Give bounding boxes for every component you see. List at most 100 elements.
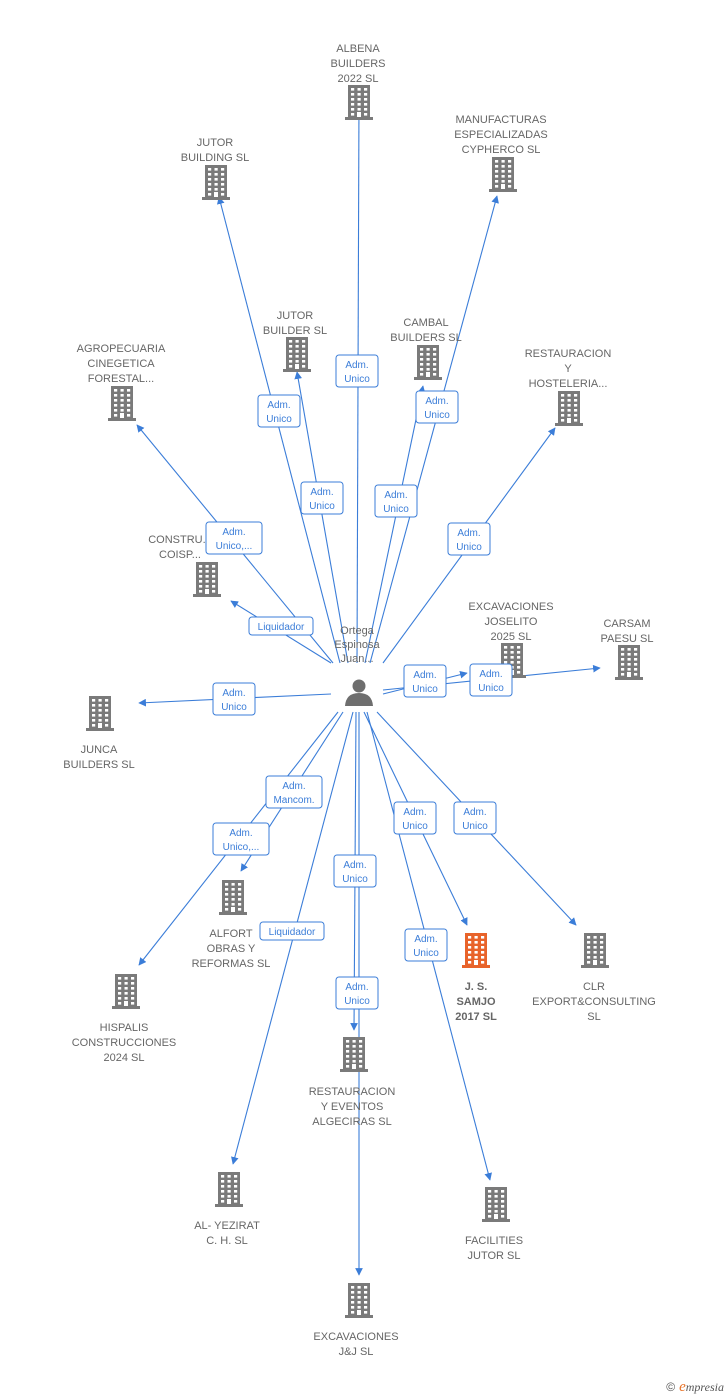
- company-label-line: COISP...: [159, 549, 201, 561]
- company-label-line: OBRAS Y: [207, 943, 256, 955]
- company-label-line: 2017 SL: [455, 1011, 497, 1023]
- relation-label-agropecuaria[interactable]: Adm.Unico,...: [205, 521, 263, 555]
- building-icon: [414, 345, 442, 380]
- relation-role-text: Unico,...: [216, 541, 253, 552]
- company-label-line: 2022 SL: [338, 73, 379, 85]
- relation-label-manufacturas[interactable]: Adm.Unico: [415, 390, 459, 424]
- building-icon: [462, 933, 490, 968]
- person-name-line: Ortega: [340, 625, 375, 637]
- relation-label-al-yezirat[interactable]: Liquidador: [259, 921, 325, 941]
- relation-label-junca[interactable]: Adm.Unico: [212, 682, 256, 716]
- relation-label-facilities[interactable]: Adm.Unico: [404, 928, 448, 962]
- relation-role-text: Adm.: [384, 490, 407, 501]
- company-label-line: BUILDER SL: [263, 325, 327, 337]
- company-label-line: CARSAM: [603, 618, 650, 630]
- company-label-line: C. H. SL: [206, 1235, 248, 1247]
- building-icon: [581, 933, 609, 968]
- relation-labels-layer: Adm.UnicoAdm.UnicoAdm.UnicoAdm.UnicoAdm.…: [205, 354, 513, 1010]
- person-name-line: Espinosa: [334, 639, 380, 651]
- relation-role-text: Adm.: [479, 669, 502, 680]
- company-label-line: BUILDERS: [330, 58, 385, 70]
- company-node-restauracion-eventos[interactable]: RESTAURACION Y EVENTOS ALGECIRAS SL: [309, 1037, 396, 1128]
- relation-role-text: Adm.: [414, 934, 437, 945]
- building-icon: [193, 562, 221, 597]
- building-icon: [340, 1037, 368, 1072]
- company-label-line: Y: [564, 363, 572, 375]
- company-node-albena[interactable]: ALBENA BUILDERS 2022 SL: [330, 43, 386, 120]
- company-label-line: REFORMAS SL: [192, 958, 271, 970]
- company-label-line: ALBENA: [336, 43, 380, 55]
- relation-label-cambal[interactable]: Adm.Unico: [374, 484, 418, 518]
- relation-role-text: Unico: [462, 821, 488, 832]
- company-node-restauracion-hosteleria[interactable]: RESTAURACIONYHOSTELERIA...: [525, 348, 612, 426]
- relation-role-text: Adm.: [413, 670, 436, 681]
- company-label-line: SAMJO: [456, 996, 496, 1008]
- company-label-line: HISPALIS: [100, 1022, 149, 1034]
- relation-label-albena[interactable]: Adm.Unico: [335, 354, 379, 388]
- relation-label-js-samjo[interactable]: Adm.Unico: [393, 801, 437, 835]
- relation-role-text: Adm.: [345, 982, 368, 993]
- relation-role-text: Adm.: [425, 396, 448, 407]
- building-icon: [112, 974, 140, 1009]
- relation-role-text: Unico: [402, 821, 428, 832]
- relation-role-text: Liquidador: [269, 927, 316, 938]
- relation-label-excavaciones-jj[interactable]: Adm.Unico: [335, 976, 379, 1010]
- company-label-line: RESTAURACION: [309, 1086, 396, 1098]
- relation-label-jutor-building[interactable]: Adm.Unico: [257, 394, 301, 428]
- relation-label-alfort[interactable]: Adm.Mancom.: [265, 775, 323, 809]
- company-label-line: BUILDERS SL: [63, 759, 135, 771]
- building-icon: [482, 1187, 510, 1222]
- brand-name: mpresia: [685, 1380, 724, 1394]
- relation-role-text: Unico,...: [223, 842, 260, 853]
- relation-edge-cambal: [364, 385, 426, 664]
- company-label-line: FACILITIES: [465, 1235, 523, 1247]
- relation-label-jutor-builder[interactable]: Adm.Unico: [300, 481, 344, 515]
- company-label-line: MANUFACTURAS: [455, 114, 546, 126]
- relation-label-construcciones-coisp[interactable]: Liquidador: [248, 616, 314, 636]
- company-label-line: Y EVENTOS: [321, 1101, 384, 1113]
- company-label-line: CYPHERCO SL: [462, 144, 541, 156]
- company-label-line: ALGECIRAS SL: [312, 1116, 391, 1128]
- company-label-line: J&J SL: [339, 1346, 374, 1358]
- building-icon: [555, 391, 583, 426]
- relation-role-text: Liquidador: [258, 622, 305, 633]
- company-node-construcciones-coisp[interactable]: CONSTRU...COISP...: [148, 534, 221, 597]
- relation-role-text: Unico: [266, 414, 292, 425]
- person-node[interactable]: OrtegaEspinosaJuan...: [334, 625, 381, 706]
- relation-label-restauracion-eventos[interactable]: Adm.Unico: [333, 854, 377, 888]
- building-icon: [108, 386, 136, 421]
- building-icon: [219, 880, 247, 915]
- relation-label-restauracion-hosteleria[interactable]: Adm.Unico: [447, 522, 491, 556]
- relation-label-excavaciones-joselito[interactable]: Adm. Unico: [403, 664, 447, 698]
- brand-footer: ©empresia: [666, 1379, 724, 1396]
- relation-edge-jutor-builder: [294, 371, 349, 664]
- company-node-agropecuaria[interactable]: AGROPECUARIACINEGETICAFORESTAL...: [77, 343, 166, 421]
- relation-label-carsam[interactable]: Adm.Unico: [469, 663, 513, 697]
- company-label-line: SL: [587, 1011, 600, 1023]
- relation-role-text: Adm.: [345, 360, 368, 371]
- relation-edge-jutor-building: [217, 196, 341, 664]
- relation-role-text: Unico: [456, 542, 482, 553]
- company-label-line: JOSELITO: [485, 616, 538, 628]
- company-label-line: EXPORT&CONSULTING: [532, 996, 656, 1008]
- relation-label-hispalis[interactable]: Adm.Unico,...: [212, 822, 270, 856]
- company-label-line: FORESTAL...: [88, 373, 154, 385]
- relation-role-text: Unico: [412, 684, 438, 695]
- relation-role-text: Adm.: [463, 807, 486, 818]
- relation-label-clr[interactable]: Adm. Unico: [453, 801, 497, 835]
- company-label-line: CAMBAL: [403, 317, 448, 329]
